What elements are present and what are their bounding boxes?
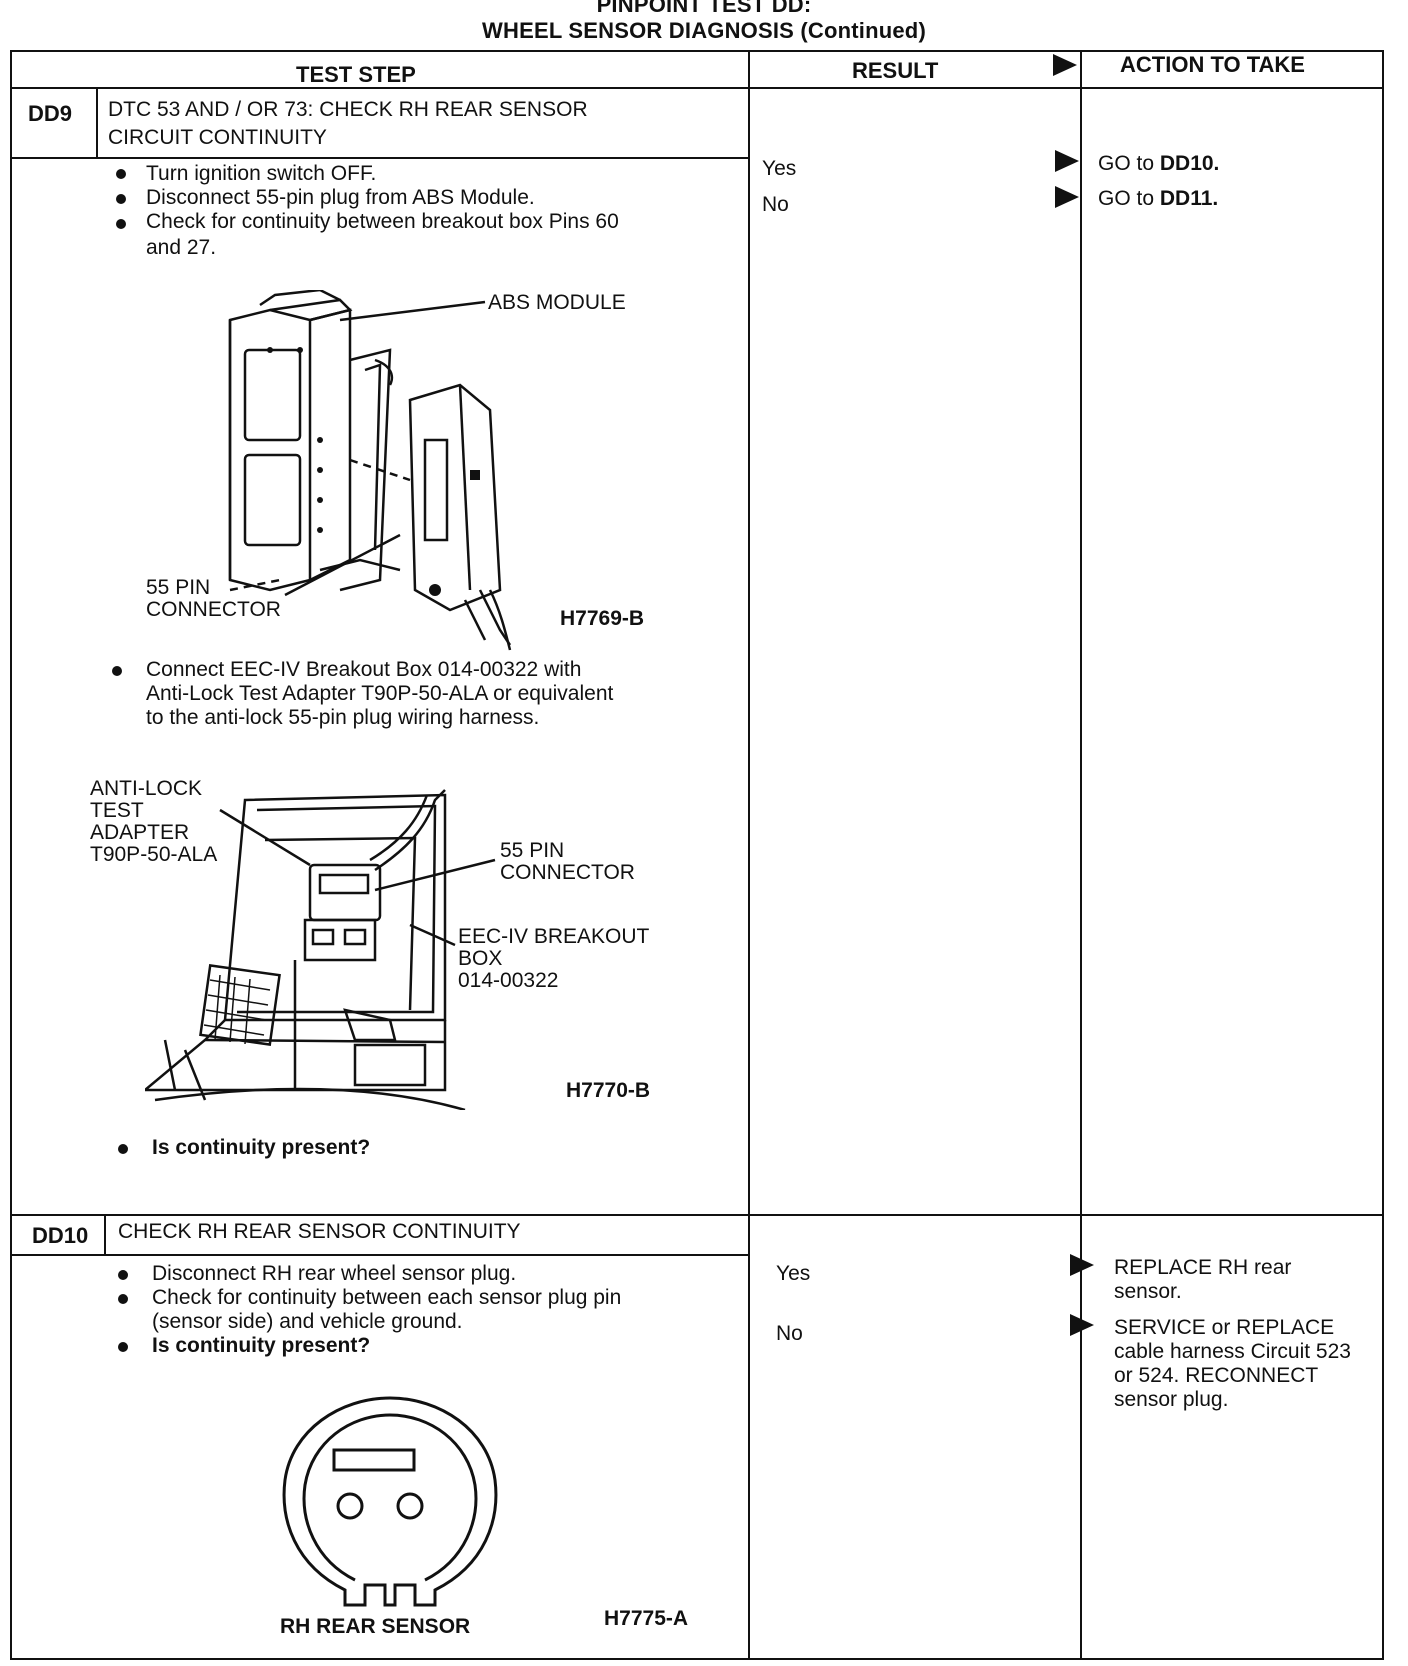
dd9-action-no: GO to DD11. <box>1098 187 1219 210</box>
dd9-heading-line1: DTC 53 AND / OR 73: CHECK RH REAR SENSOR <box>108 98 588 121</box>
label-55-pin-connector-2: CONNECTOR <box>146 598 281 621</box>
bullet-icon <box>116 219 126 229</box>
label-abs-module: ABS MODULE <box>488 291 626 314</box>
header-arrow-icon <box>1053 54 1077 76</box>
dd9-question: Is continuity present? <box>152 1136 371 1159</box>
page-subtitle: WHEEL SENSOR DIAGNOSIS (Continued) <box>482 18 926 43</box>
table-header-border <box>10 87 1384 89</box>
dd9-step-1: Turn ignition switch OFF. <box>146 162 377 185</box>
header-test-step: TEST STEP <box>296 62 416 87</box>
dd10-heading: CHECK RH REAR SENSOR CONTINUITY <box>118 1220 521 1243</box>
dd9-step-4-line1: Connect EEC-IV Breakout Box 014-00322 wi… <box>146 658 582 681</box>
table-bottom-border <box>10 1658 1384 1660</box>
table-left-border <box>10 50 12 1660</box>
table-top-border <box>10 50 1384 52</box>
label-box-3: 014-00322 <box>458 969 559 992</box>
label-connector-2: CONNECTOR <box>500 861 635 884</box>
bullet-icon <box>118 1294 128 1304</box>
dd10-action-no-3: or 524. RECONNECT <box>1114 1364 1319 1387</box>
label-adapter-2: TEST <box>90 799 144 822</box>
rh-rear-sensor-illustration <box>282 1396 498 1607</box>
dd10-result-yes: Yes <box>776 1262 811 1285</box>
dd9-id: DD9 <box>28 101 73 126</box>
abs-module-illustration <box>228 290 512 651</box>
label-box-1: EEC-IV BREAKOUT <box>458 925 650 948</box>
dd9-result-no: No <box>762 193 789 216</box>
figure-code-h7770b: H7770-B <box>566 1079 651 1102</box>
label-adapter-4: T90P-50-ALA <box>90 843 218 866</box>
figure-code-h7769b: H7769-B <box>560 607 645 630</box>
arrow-icon <box>1055 186 1079 208</box>
row-divider-dd10 <box>10 1214 1384 1216</box>
dd9-heading-underline <box>10 157 750 159</box>
bullet-icon <box>116 169 126 179</box>
dd9-step-3-cont: and 27. <box>146 236 217 259</box>
label-adapter-1: ANTI-LOCK <box>90 777 203 800</box>
dd9-id-divider <box>96 87 98 159</box>
dd9-step-4-line2: Anti-Lock Test Adapter T90P-50-ALA or eq… <box>146 682 614 705</box>
dd10-id-divider <box>104 1214 106 1256</box>
arrow-icon <box>1055 150 1079 172</box>
dd9-heading-line2: CIRCUIT CONTINUITY <box>108 126 327 149</box>
header-action: ACTION TO TAKE <box>1120 52 1305 77</box>
bullet-icon <box>118 1270 128 1280</box>
dd10-id: DD10 <box>32 1223 89 1248</box>
dd9-step-3: Check for continuity between breakout bo… <box>146 210 619 233</box>
arrow-icon <box>1070 1254 1094 1276</box>
dd10-action-yes-2: sensor. <box>1114 1280 1182 1303</box>
label-rh-rear-sensor: RH REAR SENSOR <box>280 1615 471 1638</box>
dd10-step-2: Check for continuity between each sensor… <box>152 1286 622 1309</box>
dd9-action-yes: GO to DD10. <box>1098 152 1220 175</box>
bullet-icon <box>118 1342 128 1352</box>
label-connector-1: 55 PIN <box>500 839 565 862</box>
dd10-question: Is continuity present? <box>152 1334 371 1357</box>
dd10-result-no: No <box>776 1322 803 1345</box>
label-adapter-3: ADAPTER <box>90 821 190 844</box>
dd10-action-no-1: SERVICE or REPLACE <box>1114 1316 1335 1339</box>
bullet-icon <box>116 194 126 204</box>
dd10-heading-underline <box>10 1254 750 1256</box>
dd9-step-4-line3: to the anti-lock 55-pin plug wiring harn… <box>146 706 540 729</box>
dd9-step-2: Disconnect 55-pin plug from ABS Module. <box>146 186 535 209</box>
bullet-icon <box>118 1144 128 1154</box>
dd10-step-2-cont: (sensor side) and vehicle ground. <box>152 1310 463 1333</box>
figure-code-h7775a: H7775-A <box>604 1607 689 1630</box>
action-column-divider <box>1080 50 1082 1660</box>
breakout-box-illustration <box>145 789 496 1110</box>
dd10-action-yes-1: REPLACE RH rear <box>1114 1256 1292 1279</box>
dd10-action-no-2: cable harness Circuit 523 <box>1114 1340 1351 1363</box>
label-box-2: BOX <box>458 947 503 970</box>
result-column-divider <box>748 50 750 1660</box>
label-55-pin-connector-1: 55 PIN <box>146 576 211 599</box>
page-title: PINPOINT TEST DD: <box>596 0 812 17</box>
header-result: RESULT <box>852 58 939 83</box>
arrow-icon <box>1070 1314 1094 1336</box>
table-right-border <box>1382 50 1384 1660</box>
dd9-result-yes: Yes <box>762 157 797 180</box>
bullet-icon <box>112 666 122 676</box>
dd10-step-1: Disconnect RH rear wheel sensor plug. <box>152 1262 517 1285</box>
dd10-action-no-4: sensor plug. <box>1114 1388 1229 1411</box>
